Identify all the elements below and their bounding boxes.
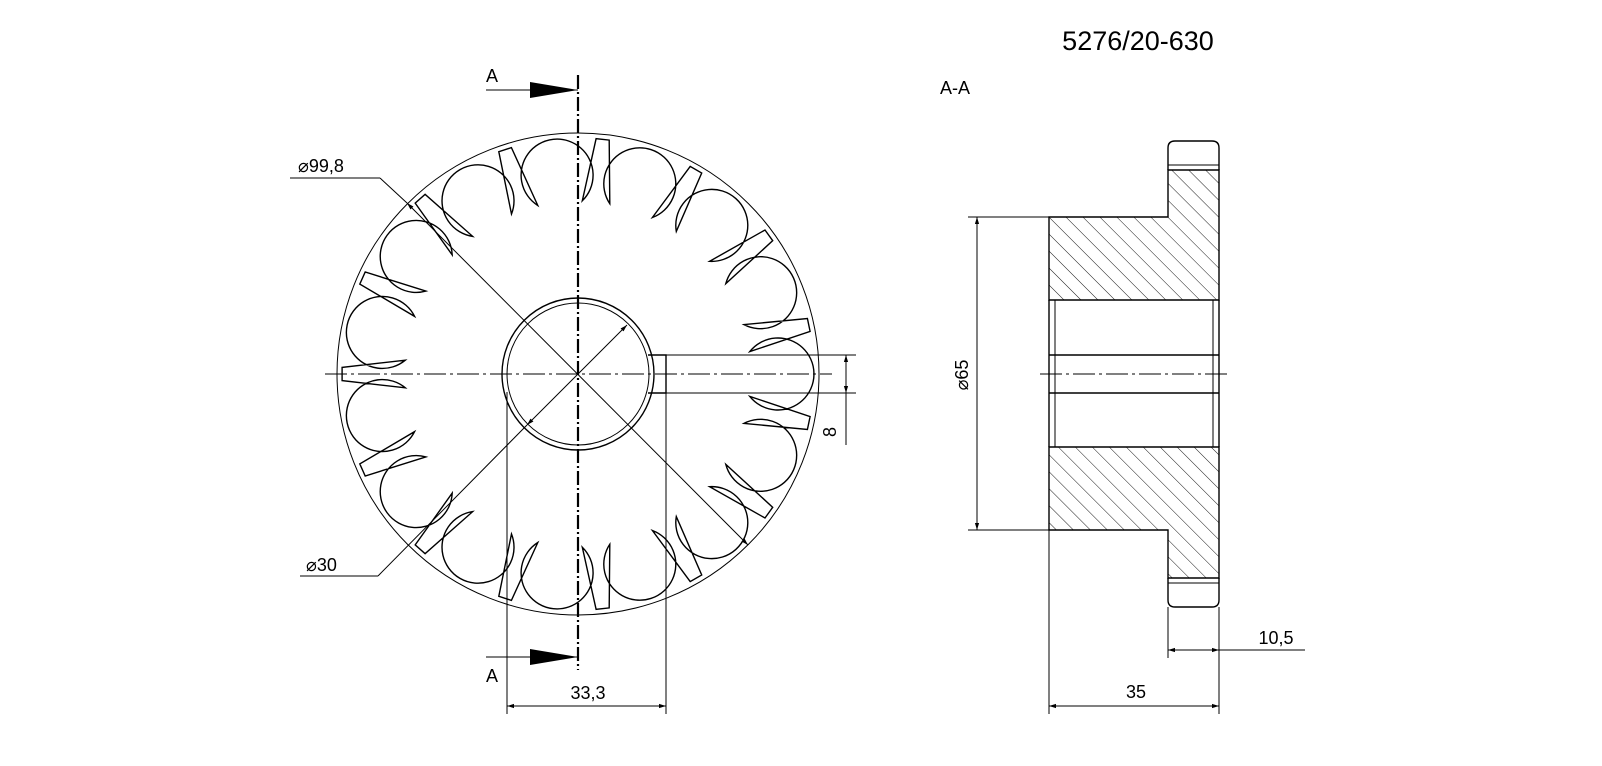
section-arrow-top	[486, 82, 578, 98]
front-view: A A ⌀99,8 ⌀30 33,3	[290, 66, 856, 714]
hub-diameter-label: ⌀65	[952, 360, 972, 391]
bore-diameter-dimension	[300, 324, 628, 577]
keyway-width-label: 8	[820, 427, 840, 437]
cut-marker-top: A	[486, 66, 498, 86]
cut-marker-bottom: A	[486, 666, 498, 686]
tip-diameter-dimension	[290, 177, 749, 546]
total-width-label: 35	[1126, 682, 1146, 702]
tooth-width-label: 10,5	[1258, 628, 1293, 648]
section-hatch-lower	[1048, 446, 1220, 579]
sprocket-profile	[341, 137, 815, 611]
bore-diameter-label: ⌀30	[306, 555, 337, 575]
total-width-dimension	[1048, 530, 1219, 714]
tooth-width-dimension	[1167, 607, 1305, 714]
keyway-depth-dimension	[506, 392, 667, 714]
tooth-tip-lower	[1167, 578, 1220, 608]
section-arrow-bottom	[486, 649, 578, 665]
keyway-width-dimension	[666, 354, 856, 445]
section-view: ⌀65 10,5 35	[952, 140, 1305, 714]
part-number: 5276/20-630	[1062, 26, 1214, 56]
tip-diameter-label: ⌀99,8	[298, 156, 344, 176]
section-label: A-A	[940, 78, 970, 98]
keyway-depth-label: 33,3	[570, 683, 605, 703]
section-hatch-upper	[1048, 169, 1220, 301]
hub-diameter-dimension	[968, 216, 1049, 531]
tooth-tip-upper	[1167, 140, 1220, 170]
